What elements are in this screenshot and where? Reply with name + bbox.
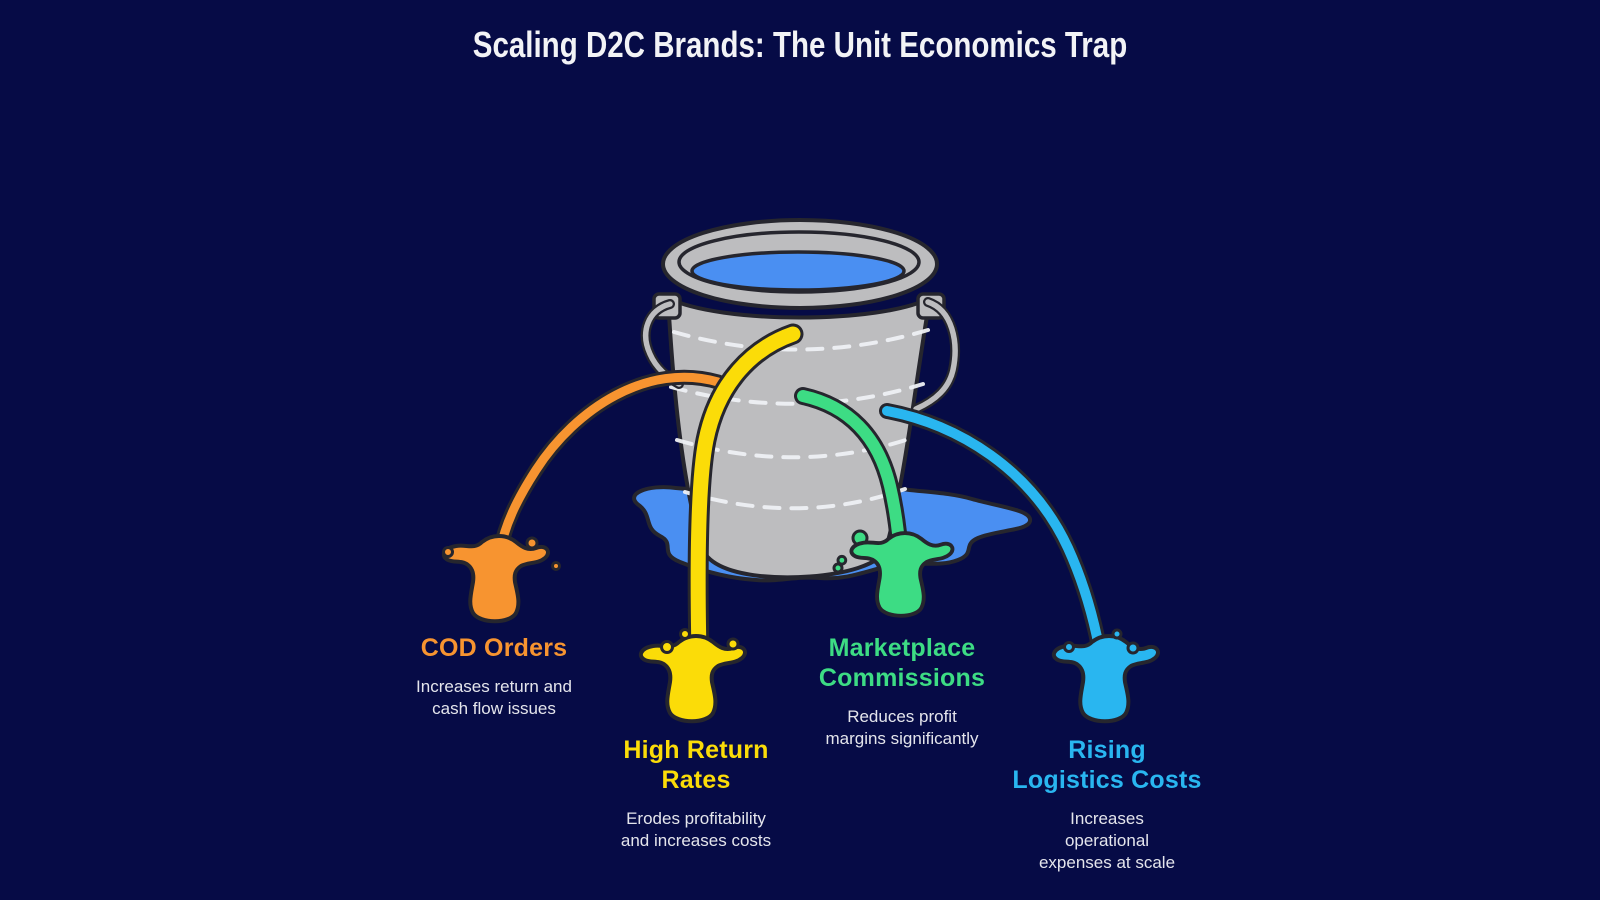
page-title: Scaling D2C Brands: The Unit Economics T… [472, 24, 1128, 65]
droplet [660, 640, 674, 654]
leak-label-rising-logistics-costs: Rising Logistics Costs Increases operati… [957, 735, 1257, 874]
leak-stream-rising-logistics-costs [879, 403, 1108, 660]
droplet [551, 561, 561, 571]
leak-title: Rising Logistics Costs [1012, 736, 1202, 794]
bucket-seam-line [672, 328, 930, 352]
bucket-seam-line [669, 382, 925, 406]
droplet [836, 554, 848, 566]
splash-icon-cod-orders [441, 534, 561, 624]
droplet [1126, 641, 1140, 655]
leak-description: Increases return and cash flow issues [416, 677, 572, 718]
leak-stream-cod-orders [492, 369, 726, 559]
splash-icon-high-return-rates [638, 628, 748, 724]
droplet [525, 536, 539, 550]
leak-title: COD Orders [420, 634, 568, 662]
leak-description: Reduces profit margins significantly [825, 707, 979, 748]
droplet [726, 637, 740, 651]
droplet [442, 546, 454, 558]
splash-icon-marketplace-commissions [836, 531, 955, 618]
leak-label-cod-orders: COD Orders Increases return and cash flo… [344, 633, 644, 720]
leak-description: Increases operational expenses at scale [1038, 809, 1176, 872]
leak-title: Marketplace Commissions [818, 634, 986, 692]
leak-title: High Return Rates [623, 736, 769, 794]
bucket-seam-line [683, 487, 907, 511]
droplet [679, 628, 691, 640]
splash-icon-rising-logistics-costs [1051, 628, 1161, 724]
droplet [1111, 628, 1123, 640]
water-surface [690, 250, 906, 292]
droplet [1063, 641, 1075, 653]
leak-description: Erodes profitability and increases costs [620, 809, 772, 850]
droplet [832, 562, 844, 574]
bucket-handle-right [911, 297, 961, 414]
leak-label-marketplace-commissions: Marketplace Commissions Reduces profit m… [752, 633, 1052, 750]
leak-stream-high-return-rates [687, 323, 804, 665]
leak-label-high-return-rates: High Return Rates Erodes profitability a… [546, 735, 846, 852]
